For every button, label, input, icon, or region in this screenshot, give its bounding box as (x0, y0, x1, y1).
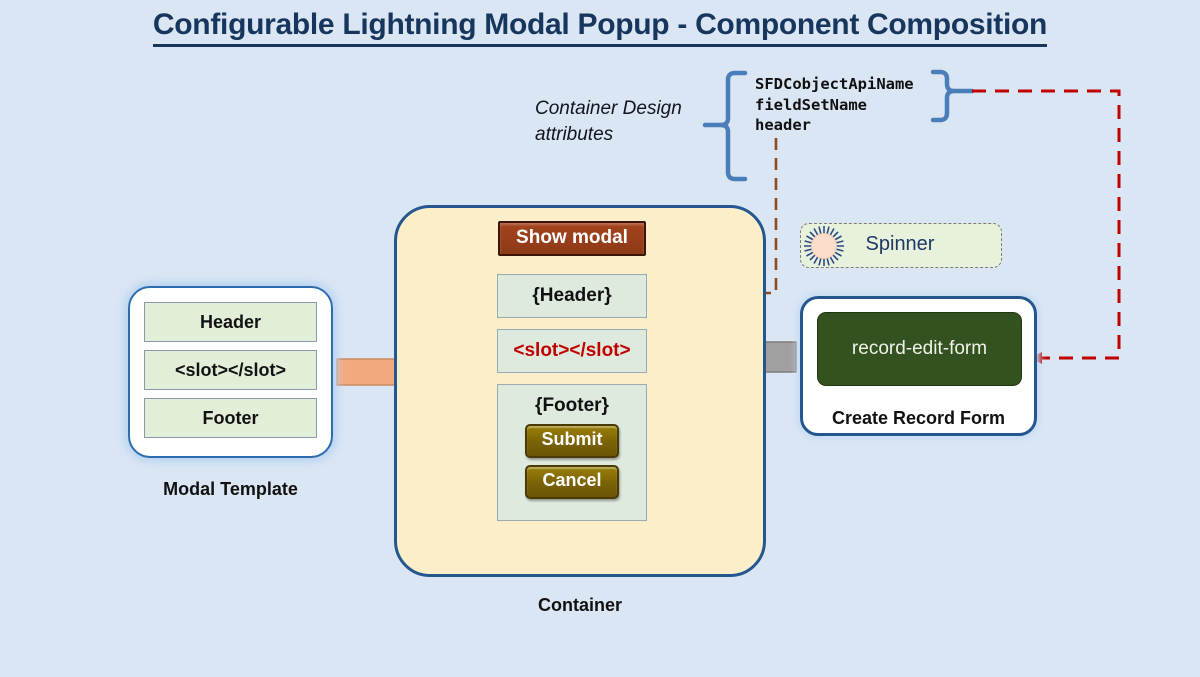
create-record-form-label: Create Record Form (831, 408, 1006, 428)
page-title-text: Configurable Lightning Modal Popup - Com… (152, 8, 1047, 47)
spinner-label: Spinner (865, 233, 935, 255)
record-edit-form-box: record-edit-form (817, 312, 1022, 386)
modal-template-row-header: Header (144, 302, 317, 342)
design-attributes-brace-right (930, 69, 975, 123)
modal-template-label: Modal Template (163, 479, 298, 499)
modal-template-row-footer: Footer (144, 398, 317, 438)
page-title: Configurable Lightning Modal Popup - Com… (0, 8, 1200, 47)
container-label: Container (537, 595, 622, 615)
modal-content-slot: <slot></slot> (497, 329, 647, 373)
design-attributes-caption: Container Design attributes (535, 98, 682, 145)
modal-header-slot: {Header} (497, 274, 647, 318)
modal-footer-slot: {Footer} Submit Cancel (497, 384, 647, 521)
show-modal-button[interactable]: Show modal (498, 221, 646, 256)
modal-template-row-slot: <slot></slot> (144, 350, 317, 390)
submit-button[interactable]: Submit (525, 424, 619, 458)
modal-footer-label: {Footer} (535, 395, 609, 416)
sun-burst-icon (804, 226, 844, 266)
modal-template-card: Header <slot></slot> Footer (128, 286, 333, 458)
design-attributes-values: SFDCobjectApiName fieldSetName header (755, 75, 914, 135)
cancel-button[interactable]: Cancel (525, 465, 619, 499)
